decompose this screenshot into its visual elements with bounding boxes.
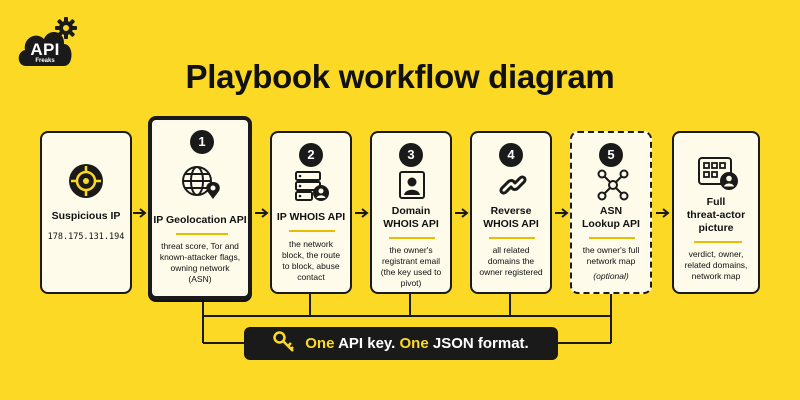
server-user-icon [295, 171, 329, 201]
arrow-right-icon [255, 208, 269, 218]
divider [589, 237, 635, 239]
banner-highlight-2: One [399, 335, 429, 352]
card-title: Suspicious IP [51, 210, 121, 222]
globe-pin-icon [182, 166, 220, 199]
logo-text: API [30, 40, 60, 59]
banner-highlight-1: One [305, 335, 335, 352]
card-suspicious-ip: Suspicious IP 178.175.131.194 [40, 131, 132, 294]
dashboard-user-icon [698, 157, 738, 190]
id-card-icon [399, 171, 425, 199]
card-title-line1: ASN [599, 205, 623, 217]
cloud-icon [18, 31, 72, 67]
arrow-right-icon [355, 208, 369, 218]
step-number: 1 [190, 130, 214, 154]
summary-banner: One API key. One JSON format. [244, 327, 558, 360]
card-domain-whois: 3 Domain WHOIS API the owner's registran… [370, 131, 452, 294]
card-title-line2: WHOIS API [383, 218, 439, 230]
card-title-line1: Full [706, 196, 726, 208]
divider [694, 241, 742, 243]
divider [289, 230, 335, 232]
logo-subtext: Freaks [35, 58, 55, 64]
card-title-line2: Lookup API [582, 218, 640, 230]
card-ip-geolocation: 1 IP Geolocation API threat score, Tor a… [148, 116, 252, 300]
card-description: the owner's registrant email (the key us… [380, 245, 442, 288]
optional-note: (optional) [593, 271, 629, 281]
arrow-right-icon [656, 208, 670, 218]
card-title: IP Geolocation API [153, 214, 247, 226]
card-title-line3: picture [698, 222, 734, 234]
step-number: 5 [599, 143, 623, 167]
card-title-line2: threat-actor [686, 209, 746, 221]
step-number: 3 [399, 143, 423, 167]
banner-text-2: JSON format. [428, 335, 529, 352]
step-number: 4 [499, 143, 523, 167]
step-number: 2 [299, 143, 323, 167]
divider [176, 233, 228, 235]
divider [489, 237, 535, 239]
arrow-right-icon [555, 208, 569, 218]
ip-address: 178.175.131.194 [47, 232, 125, 242]
gear-icon [55, 17, 77, 39]
card-description: threat score, Tor and known-attacker fla… [159, 241, 241, 284]
brand-logo: API Freaks [14, 14, 77, 76]
arrow-right-icon [133, 208, 147, 218]
card-title-line1: Domain [391, 205, 431, 217]
card-reverse-whois: 4 Reverse WHOIS API all related domains … [470, 131, 552, 294]
target-icon [69, 164, 103, 198]
chain-link-icon [499, 175, 527, 195]
card-description: all related domains the owner registered [479, 245, 543, 277]
page-title: Playbook workflow diagram [185, 58, 615, 95]
card-threat-actor-picture: Full threat-actor picture verdict, owner… [672, 131, 760, 294]
arrow-right-icon [455, 208, 469, 218]
card-asn-lookup: 5 ASN Lookup API the owner's full networ… [570, 131, 652, 294]
card-description: the owner's full network map [582, 245, 640, 266]
card-title-line1: Reverse [490, 205, 532, 217]
card-description: the network block, the route to block, a… [281, 239, 341, 282]
card-description: verdict, owner, related domains, network… [684, 249, 748, 281]
network-nodes-icon [597, 169, 629, 201]
card-ip-whois: 2 IP WHOIS API the network block, the ro… [270, 131, 352, 294]
banner-text-1: API key. [334, 335, 400, 352]
key-icon [273, 331, 295, 352]
card-title-line2: WHOIS API [483, 218, 539, 230]
card-title: IP WHOIS API [276, 211, 346, 223]
divider [389, 237, 435, 239]
